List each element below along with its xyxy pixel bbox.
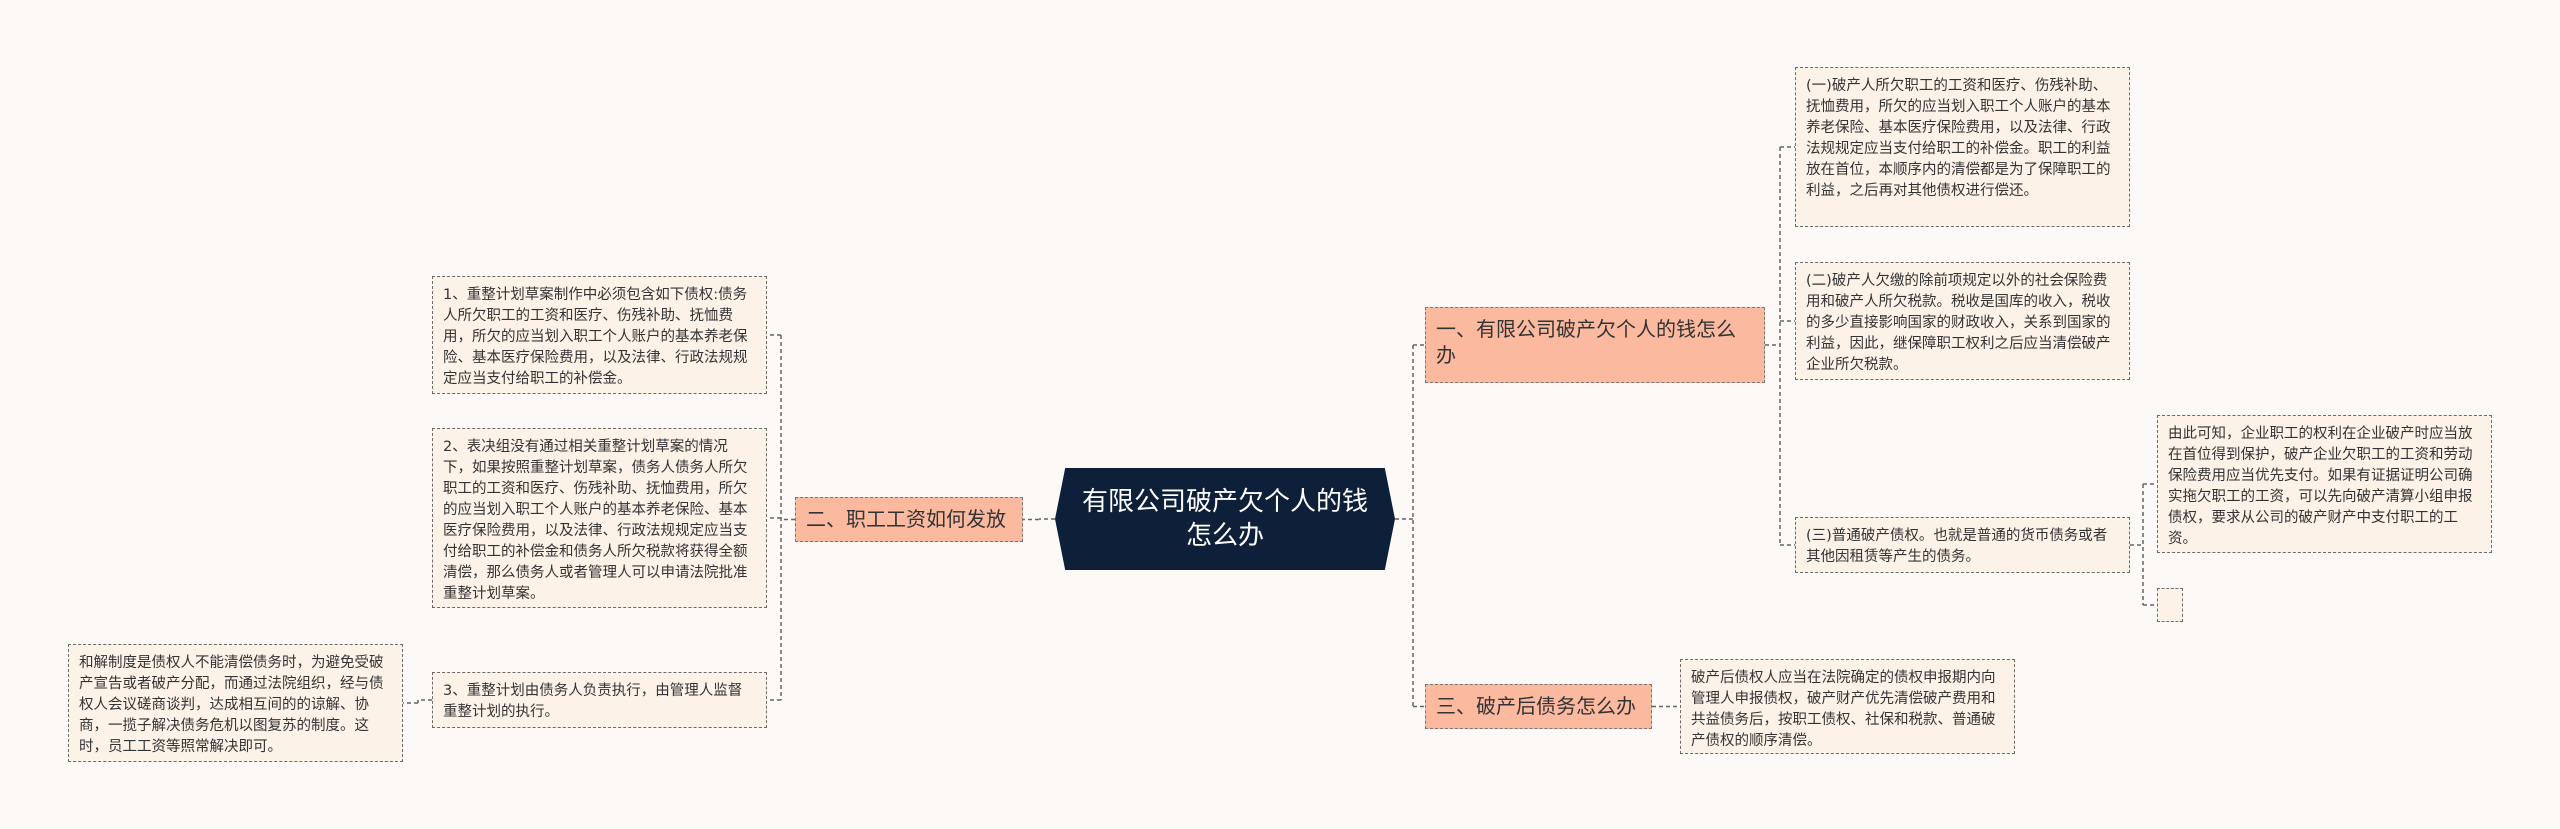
leaf-priority-wages: (一)破产人所欠职工的工资和医疗、伤残补助、抚恤费用，所欠的应当划入职工个人账户…	[1795, 67, 2130, 227]
branch-post-bankruptcy-debt[interactable]: 三、破产后债务怎么办	[1425, 684, 1652, 729]
branch-company-debt[interactable]: 一、有限公司破产欠个人的钱怎么办	[1425, 307, 1765, 383]
root-topic[interactable]: 有限公司破产欠个人的钱怎么办	[1055, 468, 1395, 570]
leaf-priority-tax: (二)破产人欠缴的除前项规定以外的社会保险费用和破产人所欠税款。税收是国库的收入…	[1795, 262, 2130, 380]
branch-label: 一、有限公司破产欠个人的钱怎么办	[1436, 317, 1736, 367]
branch-wage-payment[interactable]: 二、职工工资如何发放	[795, 497, 1023, 542]
leaf-conclusion: 由此可知，企业职工的权利在企业破产时应当放在首位得到保护，破产企业欠职工的工资和…	[2157, 415, 2492, 553]
leaf-plan-approval: 2、表决组没有通过相关重整计划草案的情况下，如果按照重整计划草案，债务人债务人所…	[432, 428, 767, 608]
branch-label: 三、破产后债务怎么办	[1436, 694, 1636, 718]
branch-label: 二、职工工资如何发放	[806, 507, 1006, 531]
leaf-reorganization-plan: 1、重整计划草案制作中必须包含如下债权:债务人所欠职工的工资和医疗、伤残补助、抚…	[432, 276, 767, 394]
leaf-plan-execution: 3、重整计划由债务人负责执行，由管理人监督重整计划的执行。	[432, 672, 767, 728]
leaf-ordinary-claims: (三)普通破产债权。也就是普通的货币债务或者其他因租赁等产生的债务。	[1795, 517, 2130, 573]
leaf-claim-order: 破产后债权人应当在法院确定的债权申报期内向管理人申报债权，破产财产优先清偿破产费…	[1680, 659, 2015, 754]
leaf-empty	[2157, 588, 2183, 622]
root-title: 有限公司破产欠个人的钱怎么办	[1081, 487, 1368, 551]
leaf-settlement-system: 和解制度是债权人不能清偿债务时，为避免受破产宣告或者破产分配，而通过法院组织，经…	[68, 644, 403, 762]
